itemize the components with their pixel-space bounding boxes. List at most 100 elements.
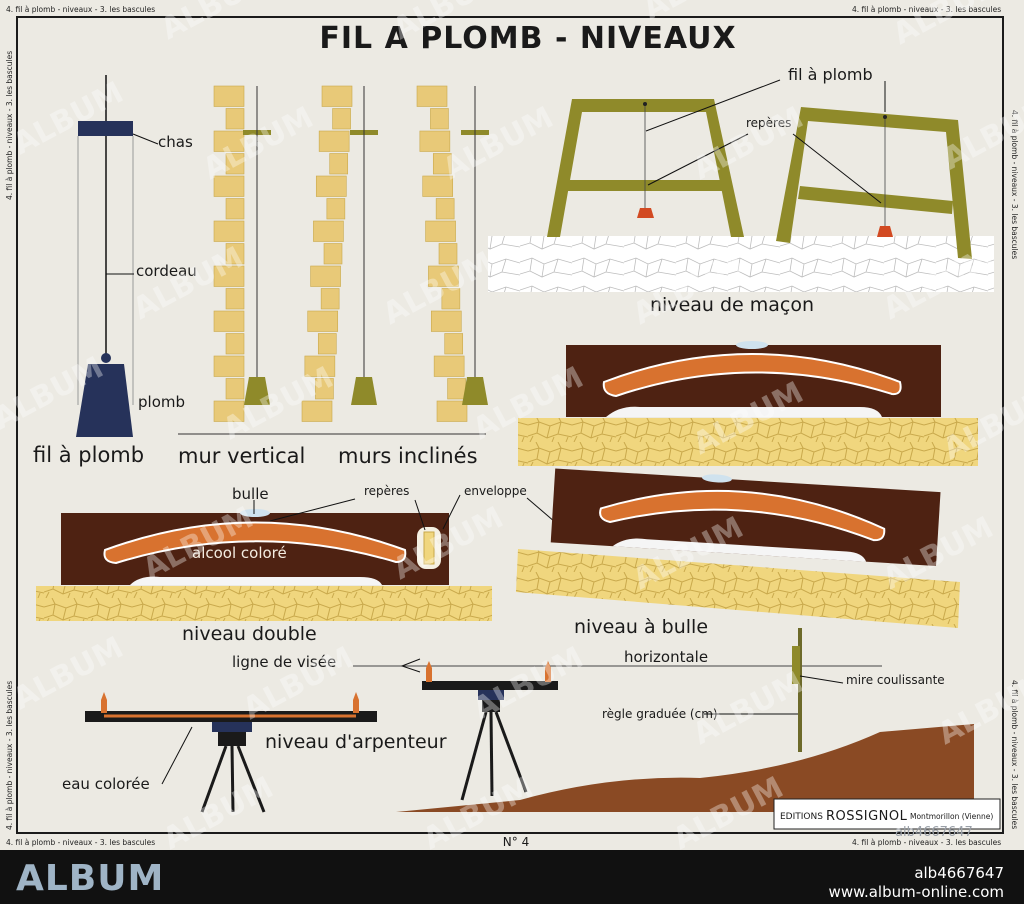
label-double-reperes: repères — [364, 484, 409, 498]
wall-brick — [301, 400, 333, 422]
wall-brick — [318, 130, 350, 152]
wall-brick — [428, 265, 459, 287]
edge-caption-bottom-right: 4. fil à plomb - niveaux - 3. les bascul… — [852, 838, 1001, 847]
label-chas: chas — [158, 133, 193, 151]
edge-caption-right-low: 4. fil à plomb - niveaux - 3. les bascul… — [1010, 680, 1019, 829]
wall-brick — [435, 198, 455, 220]
bubble-level-tilted — [550, 468, 941, 566]
wall-brick — [332, 108, 351, 130]
walls-figure — [213, 85, 489, 422]
graduated-staff — [792, 628, 802, 752]
edge-caption-left-low: 4. fil à plomb - niveaux - 3. les bascul… — [5, 681, 14, 830]
publisher-box — [773, 798, 1001, 830]
faint-stock-id: alb4667647 — [895, 825, 973, 840]
wall-brick — [419, 130, 451, 152]
wall-brick — [213, 265, 245, 287]
publisher-editions: EDITIONS — [780, 812, 823, 822]
label-horizontale: horizontale — [624, 648, 708, 666]
bubble-level-flat — [566, 341, 941, 417]
wall-brick — [430, 310, 462, 332]
double-level-stone — [36, 586, 492, 621]
label-eau-coloree: eau colorée — [62, 775, 150, 793]
double-level-bar — [61, 509, 449, 585]
wall-brick — [447, 378, 466, 400]
wall-brick — [213, 220, 245, 242]
plumb-weight — [76, 364, 133, 437]
edge-caption-bottom-left: 4. fil à plomb - niveaux - 3. les bascul… — [6, 838, 155, 847]
wall-brick — [329, 153, 349, 175]
wall-brick — [225, 153, 245, 175]
stock-id: alb4667647 — [914, 864, 1004, 882]
wall-brick — [225, 198, 245, 220]
label-alcool-colore: alcool coloré — [192, 544, 287, 562]
surveyor-level-instrument — [422, 661, 558, 801]
edge-caption-top-left: 4. fil à plomb - niveaux - 3. les bascul… — [6, 5, 155, 14]
stock-brand-logo: ALBUM — [16, 858, 164, 899]
wall-brick — [438, 243, 458, 265]
wall-brick — [313, 220, 344, 242]
caption-niveau-double: niveau double — [182, 623, 317, 645]
poster-frame — [16, 16, 1004, 834]
caption-murs-inclines: murs inclinés — [338, 444, 478, 468]
label-ligne-de-visee: ligne de visée — [232, 653, 336, 671]
wall-brick — [315, 175, 347, 197]
publisher-place: Montmorillon (Vienne) — [910, 812, 993, 821]
edge-caption-top-right: 4. fil à plomb - niveaux - 3. les bascul… — [852, 5, 1001, 14]
label-bulle: bulle — [232, 485, 269, 503]
sight-eye — [400, 658, 421, 673]
wall-brick — [310, 265, 341, 287]
wall-brick — [321, 85, 353, 107]
caption-niveau-de-macon: niveau de maçon — [650, 294, 814, 316]
label-regle-graduee: règle graduée (cm) — [602, 707, 718, 721]
mason-ground — [488, 236, 994, 292]
wall-brick — [304, 355, 336, 377]
plumb-bob-figure — [76, 75, 134, 437]
wall-brick — [433, 355, 465, 377]
caption-niveau-arpenteur: niveau d'arpenteur — [265, 731, 447, 753]
wall-brick — [422, 175, 454, 197]
label-mason-reperes: repères — [746, 116, 791, 130]
wall-brick — [436, 400, 468, 422]
publisher-rossignol: ROSSIGNOL — [826, 809, 908, 824]
wall-brick — [320, 288, 340, 310]
label-enveloppe: enveloppe — [464, 484, 527, 498]
label-mason-fil-a-plomb: fil à plomb — [788, 65, 873, 84]
wall-brick — [326, 198, 346, 220]
edge-caption-left: 4. fil à plomb - niveaux - 3. les bascul… — [5, 51, 14, 200]
label-cordeau: cordeau — [136, 262, 197, 280]
caption-mur-vertical: mur vertical — [178, 444, 305, 468]
wall-brick — [323, 243, 343, 265]
wall-brick — [213, 400, 245, 422]
wall-brick — [225, 378, 245, 400]
stock-url: www.album-online.com — [829, 883, 1004, 901]
bubble-level-flat-stone — [518, 418, 978, 466]
wall-brick — [225, 243, 245, 265]
poster-title: FIL A PLOMB - NIVEAUX — [319, 21, 736, 56]
mason-level-tilted — [776, 107, 972, 259]
wall-brick — [425, 220, 456, 242]
wall-brick — [225, 288, 245, 310]
stock-footer — [0, 850, 1024, 904]
wall-plumb-weight — [244, 377, 270, 405]
wall-plumb-weight — [462, 377, 488, 405]
wall-plumb-weight — [351, 377, 377, 405]
wall-brick — [441, 288, 461, 310]
bubble-level-tilted-stone — [516, 549, 960, 628]
wall-brick — [432, 153, 452, 175]
wall-brick — [307, 310, 339, 332]
plumb-chas — [78, 121, 133, 136]
terrain-slope — [396, 724, 974, 812]
label-plomb: plomb — [138, 393, 185, 411]
wall-brick — [315, 378, 334, 400]
caption-fil-a-plomb: fil à plomb — [33, 443, 144, 467]
wall-brick — [213, 175, 245, 197]
caption-niveau-a-bulle: niveau à bulle — [574, 616, 708, 638]
wall-brick — [430, 108, 449, 130]
edge-caption-right: 4. fil à plomb - niveaux - 3. les bascul… — [1010, 110, 1019, 259]
poster-number: N° 4 — [503, 835, 529, 849]
water-level-instrument — [85, 692, 377, 813]
label-mire-coulissante: mire coulissante — [846, 673, 945, 687]
wall-brick — [416, 85, 448, 107]
wall-brick — [213, 85, 245, 107]
